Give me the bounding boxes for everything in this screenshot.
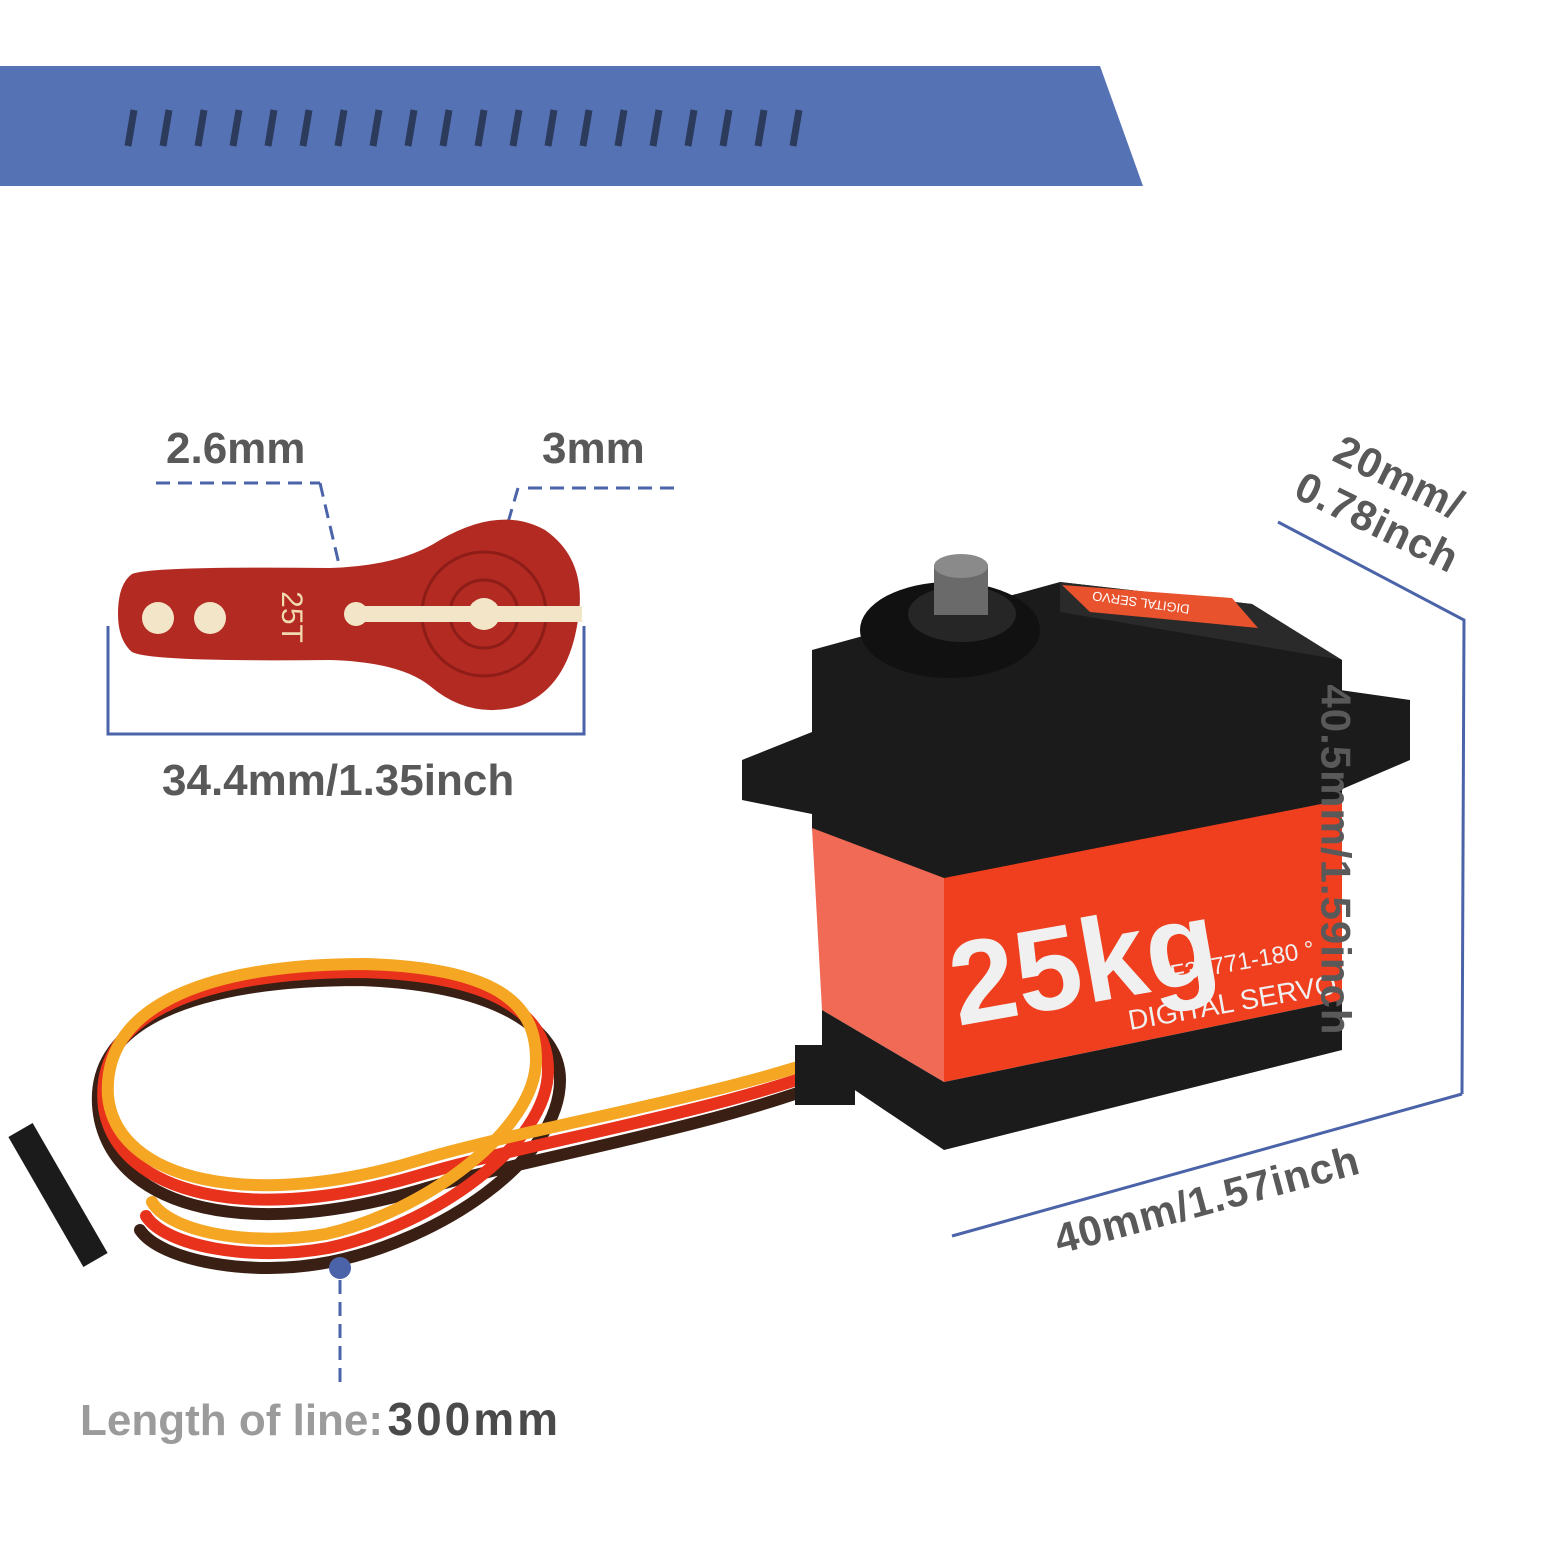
banner-stripe (229, 109, 243, 147)
horn-hole-1 (142, 602, 174, 634)
banner-stripe (684, 109, 698, 147)
banner-stripe (439, 109, 453, 147)
horn-slot (350, 606, 582, 622)
servo-bottom-case (822, 1000, 1342, 1150)
banner-stripe (264, 109, 278, 147)
horn-tooth-label: 25T (275, 591, 308, 643)
banner-stripe (474, 109, 488, 147)
banner-background (0, 66, 1143, 186)
width-line (951, 1092, 1463, 1238)
servo-spline-top (934, 554, 988, 578)
wire-orange (101, 957, 826, 1245)
cable-marker-dot (329, 1257, 351, 1279)
servo-height-dimension: 40.5mm/1.59inch (1312, 684, 1360, 1036)
servo-dimension-lines (951, 520, 1466, 1238)
banner-stripe (369, 109, 383, 147)
banner-stripe (719, 109, 733, 147)
banner-stripes (124, 109, 803, 147)
banner-stripe (299, 109, 313, 147)
cable-length-marker (329, 1257, 351, 1390)
cable-length-caption: Length of line: 300mm (80, 1392, 561, 1446)
depth-height-line (1277, 520, 1466, 1095)
horn-hole-2 (194, 602, 226, 634)
horn-pin-hole (344, 602, 368, 626)
banner-stripe (159, 109, 173, 147)
cable-length-label: Length of line: (80, 1396, 384, 1445)
horn-length-dimension: 34.4mm/1.35inch (162, 756, 515, 805)
banner-stripe (124, 109, 138, 147)
horn-length-bracket (106, 626, 586, 736)
banner-stripe (789, 109, 803, 147)
horn-shaft-dimension: 3mm (542, 424, 645, 473)
banner-stripe (509, 109, 523, 147)
top-banner (0, 66, 1143, 186)
banner-stripe (614, 109, 628, 147)
banner-stripe (649, 109, 663, 147)
servo-cable (8, 957, 855, 1274)
servo-body: DIGITAL SERVO 25kg F38771-180 ° DIGITAL … (742, 554, 1410, 1150)
horn-hole-dimension: 2.6mm (166, 424, 306, 473)
banner-stripe (334, 109, 348, 147)
wire-brown (92, 973, 826, 1274)
banner-stripe (194, 109, 208, 147)
servo-side-band (812, 828, 944, 1082)
cable-connector (8, 1123, 108, 1267)
servo-front-band (944, 800, 1342, 1082)
right-mount-ear (1340, 690, 1410, 790)
banner-stripe (404, 109, 418, 147)
banner-stripe (544, 109, 558, 147)
cable-length-value: 300mm (387, 1393, 562, 1445)
horn-shaft-hole (468, 598, 500, 630)
servo-horn: 25T (118, 519, 582, 711)
servo-top-sticker (1062, 585, 1258, 628)
banner-stripe (754, 109, 768, 147)
wire-red (97, 965, 826, 1260)
banner-stripe (579, 109, 593, 147)
